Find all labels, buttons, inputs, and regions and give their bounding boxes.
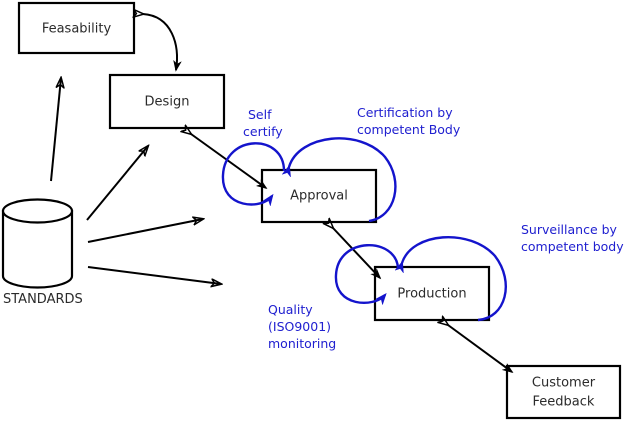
node-design[interactable]: Design — [108, 73, 226, 130]
loop-self-certify[interactable] — [221, 142, 286, 204]
node-approval-rect — [260, 168, 378, 224]
flow-standards-production[interactable] — [87, 266, 221, 284]
annotation-quality: Quality (ISO9001) monitoring — [268, 302, 336, 351]
flow-standards-feasability[interactable] — [50, 78, 61, 182]
node-customer-feedback-label-line1: Customer — [532, 376, 596, 391]
datastore-standards[interactable] — [1, 198, 74, 289]
flow-approval-production[interactable] — [333, 228, 380, 278]
annotation-certification-line2: competent Body — [357, 122, 461, 137]
node-customer-feedback[interactable]: Customer Feedback — [505, 364, 622, 420]
annotation-quality-line2: (ISO9001) — [268, 319, 331, 334]
node-design-label: Design — [145, 95, 190, 110]
annotation-surveillance-line1: Surveillance by — [521, 222, 618, 237]
annotation-self-certify-line2: certify — [243, 124, 283, 139]
annotation-self-certify-line1: Self — [248, 107, 272, 122]
annotation-surveillance: Surveillance by competent body — [521, 222, 624, 254]
flow-standards-approval[interactable] — [87, 219, 203, 243]
node-approval[interactable]: Approval — [260, 168, 378, 224]
cylinder-top — [1, 198, 74, 224]
node-design-rect — [108, 73, 226, 130]
annotation-self-certify: Self certify — [243, 107, 283, 139]
flow-feasability-design[interactable] — [143, 14, 177, 70]
loop-surveillance[interactable] — [402, 236, 507, 322]
annotation-quality-line3: monitoring — [268, 336, 336, 351]
node-feasability-label: Feasability — [42, 22, 112, 37]
loop-certification[interactable] — [289, 137, 397, 223]
node-production[interactable]: Production — [373, 265, 491, 322]
flow-production-customer-feedback[interactable] — [448, 325, 512, 372]
cylinder-body — [1, 209, 74, 289]
loop-quality[interactable] — [334, 244, 400, 303]
annotation-certification: Certification by competent Body — [357, 105, 461, 137]
node-customer-feedback-label-line2: Feedback — [533, 395, 595, 410]
datastore-standards-label: STANDARDS — [3, 292, 83, 307]
annotation-certification-line1: Certification by — [357, 105, 453, 120]
flow-standards-design[interactable] — [86, 146, 148, 221]
node-feasability[interactable]: Feasability — [17, 1, 136, 55]
annotation-surveillance-line2: competent body — [521, 239, 624, 254]
node-approval-label: Approval — [290, 189, 348, 204]
flow-design-approval[interactable] — [191, 134, 266, 188]
node-production-rect — [373, 265, 491, 322]
node-production-label: Production — [397, 287, 466, 302]
node-customer-feedback-rect — [505, 364, 622, 420]
annotation-quality-line1: Quality — [268, 302, 313, 317]
